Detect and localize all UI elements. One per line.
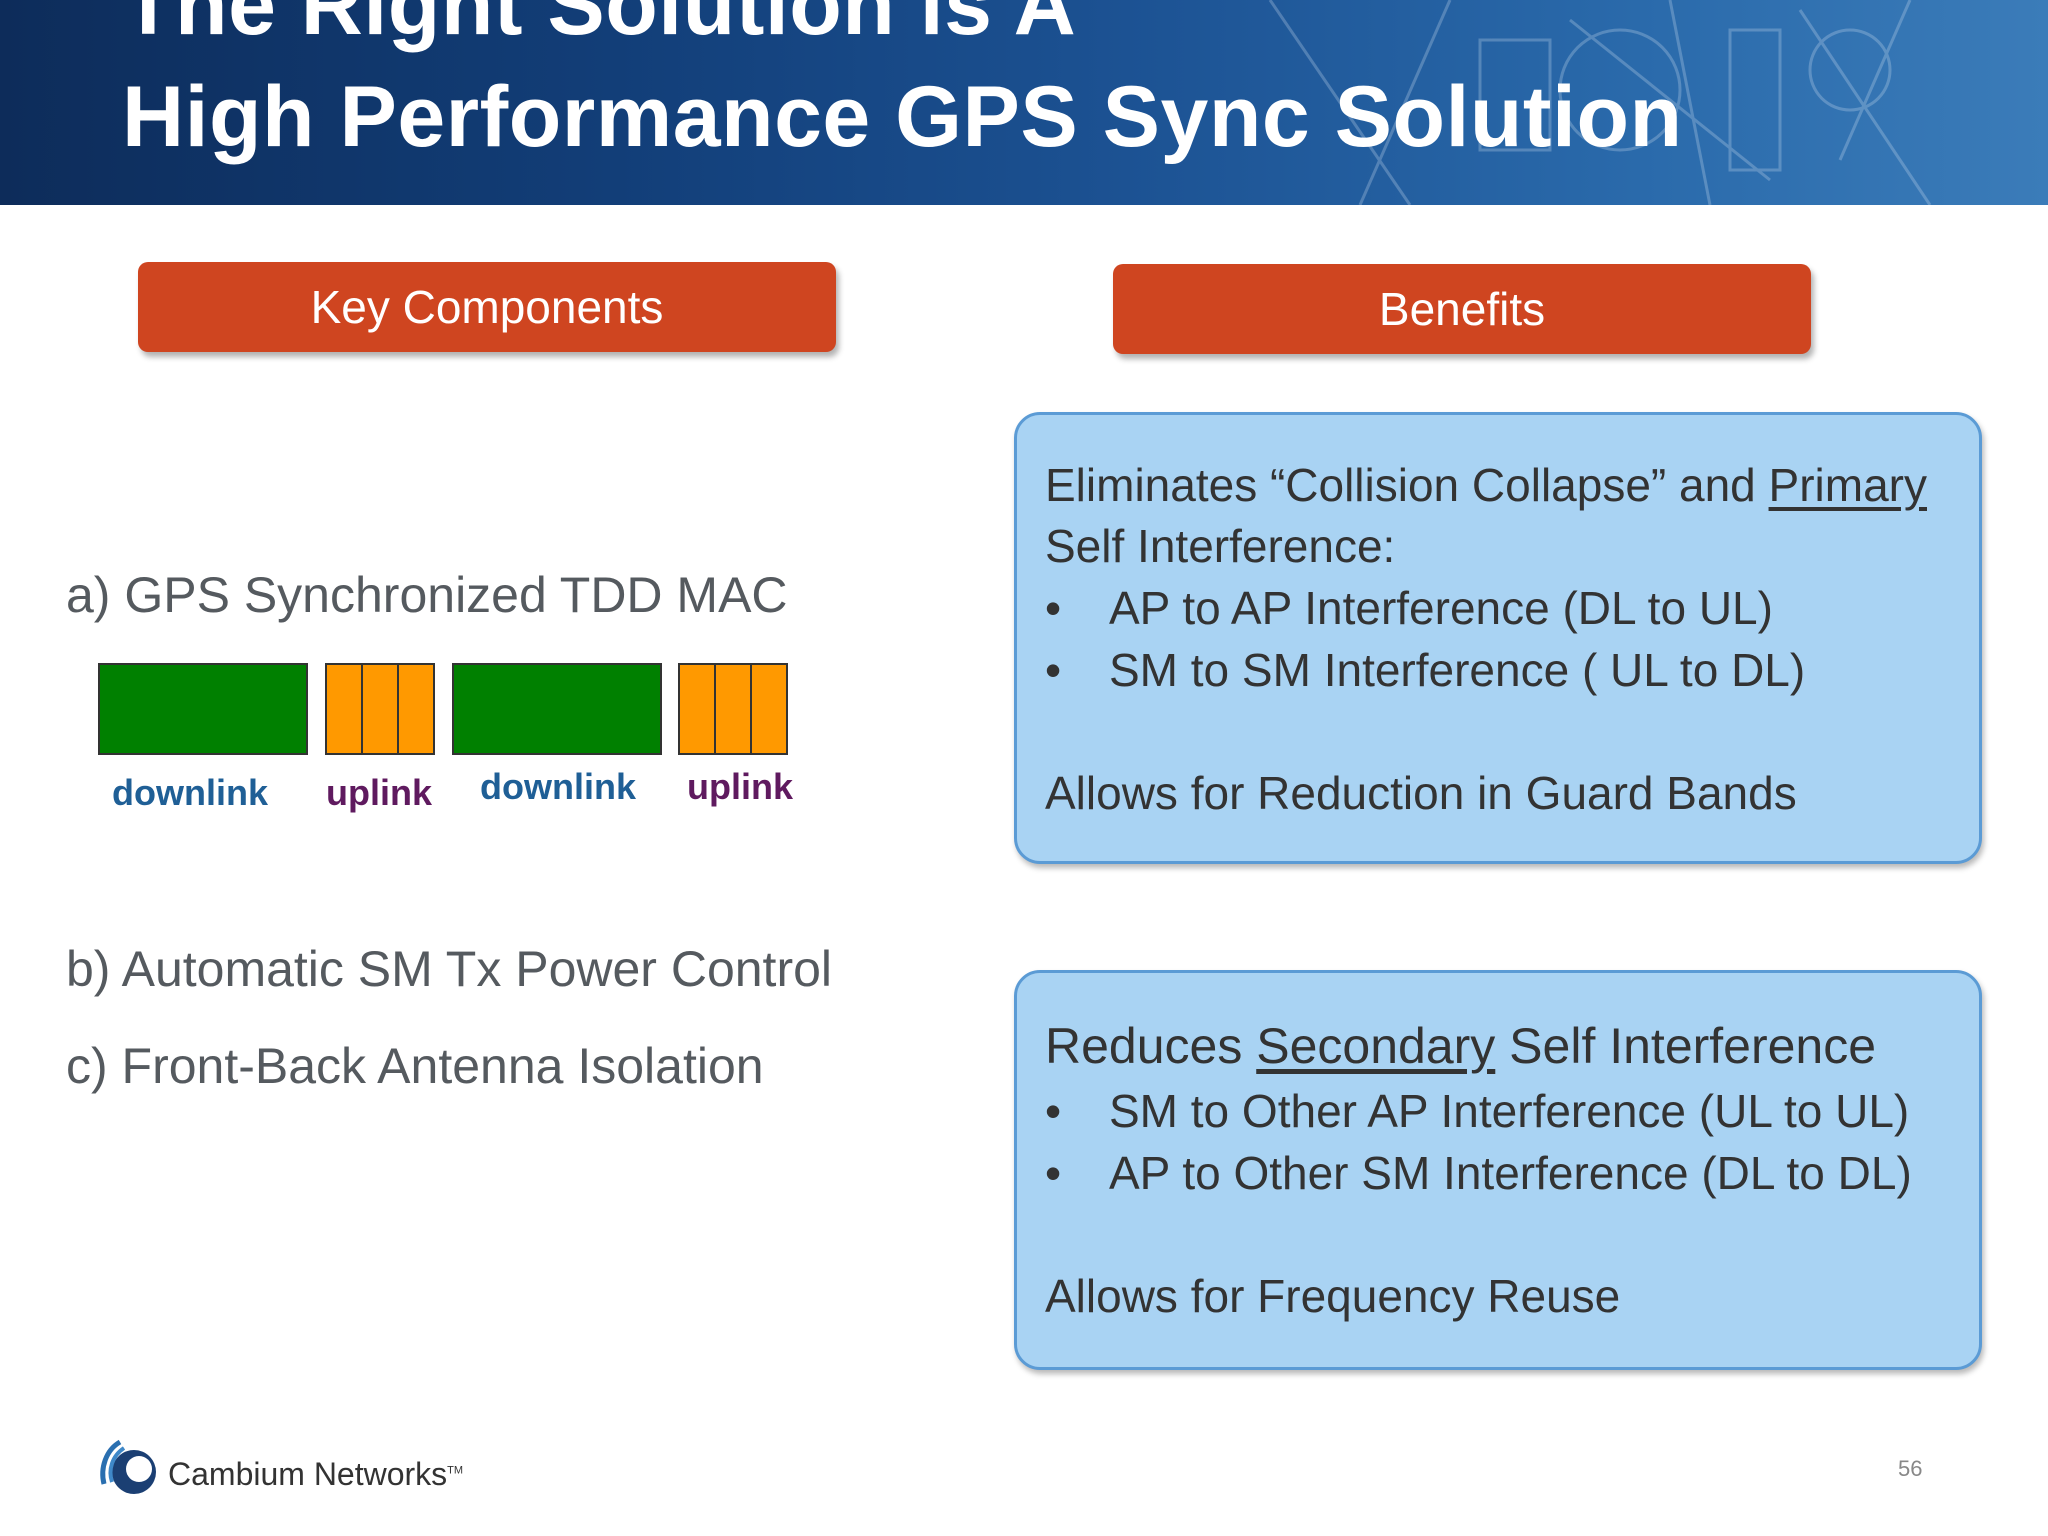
page-number: 56 bbox=[1898, 1456, 1923, 1481]
logo-name: Cambium Networks bbox=[168, 1456, 448, 1492]
uplink-slot bbox=[752, 665, 786, 753]
component-a-text: a) GPS Synchronized TDD MAC bbox=[66, 567, 788, 623]
uplink-slot bbox=[399, 665, 433, 753]
uplink-label: uplink bbox=[326, 772, 432, 813]
bullet-text: SM to SM Interference ( UL to DL) bbox=[1109, 644, 1806, 696]
trademark-mark: TM bbox=[447, 1464, 464, 1477]
slide-title-line-2: High Performance GPS Sync Solution bbox=[122, 69, 1683, 165]
title-banner: The Right Solution is A High Performance… bbox=[0, 0, 2048, 205]
slide-title-line-1: The Right Solution is A bbox=[122, 0, 1077, 53]
uplink-slot bbox=[716, 665, 752, 753]
benefit-2-heading-underlined: Secondary bbox=[1256, 1018, 1496, 1074]
benefit-1-heading-line-2: Self Interference: bbox=[1045, 520, 1396, 572]
key-components-label: Key Components bbox=[310, 281, 664, 333]
component-c-text: c) Front-Back Antenna Isolation bbox=[66, 1038, 764, 1094]
bullet-text: SM to Other AP Interference (UL to UL) bbox=[1109, 1085, 1910, 1137]
logo-wordmark: Cambium NetworksTM bbox=[168, 1456, 463, 1493]
benefit-1-heading-line-1: Eliminates “Collision Collapse” and Prim… bbox=[1045, 458, 1927, 512]
key-components-header: Key Components bbox=[138, 262, 836, 352]
bullet-glyph: • bbox=[1045, 1085, 1062, 1137]
uplink-block bbox=[678, 663, 788, 755]
uplink-slot bbox=[363, 665, 399, 753]
benefit-box-2 bbox=[1014, 970, 1982, 1370]
uplink-slot bbox=[680, 665, 716, 753]
uplink-slot bbox=[327, 665, 363, 753]
benefits-label: Benefits bbox=[1378, 283, 1546, 335]
benefit-box-1 bbox=[1014, 412, 1982, 864]
uplink-block bbox=[325, 663, 435, 755]
benefit-2-heading-text-end: Self Interference bbox=[1495, 1018, 1877, 1074]
benefit-2-heading: Reduces Secondary Self Interference bbox=[1045, 1017, 1876, 1075]
uplink-label: uplink bbox=[687, 766, 793, 807]
bullet-text: AP to AP Interference (DL to UL) bbox=[1109, 582, 1773, 634]
benefit-1-heading-underlined: Primary bbox=[1768, 459, 1927, 511]
bullet-glyph: • bbox=[1045, 644, 1062, 696]
benefit-2-footer: Allows for Frequency Reuse bbox=[1045, 1270, 1621, 1322]
component-b-text: b) Automatic SM Tx Power Control bbox=[66, 941, 833, 997]
benefit-2-heading-text: Reduces bbox=[1045, 1018, 1257, 1074]
bullet-glyph: • bbox=[1045, 1147, 1062, 1199]
cambium-swirl-icon bbox=[100, 1439, 156, 1494]
bullet-text: AP to Other SM Interference (DL to DL) bbox=[1109, 1147, 1912, 1199]
bullet-glyph: • bbox=[1045, 582, 1062, 634]
downlink-block bbox=[452, 663, 662, 755]
benefits-header: Benefits bbox=[1113, 264, 1811, 354]
benefit-1-footer: Allows for Reduction in Guard Bands bbox=[1045, 767, 1797, 819]
banner-photo-texture bbox=[1268, 0, 1932, 205]
downlink-label: downlink bbox=[112, 772, 268, 813]
downlink-block bbox=[98, 663, 308, 755]
benefit-1-heading-text: Eliminates “Collision Collapse” and bbox=[1045, 459, 1769, 511]
downlink-label: downlink bbox=[480, 766, 636, 807]
